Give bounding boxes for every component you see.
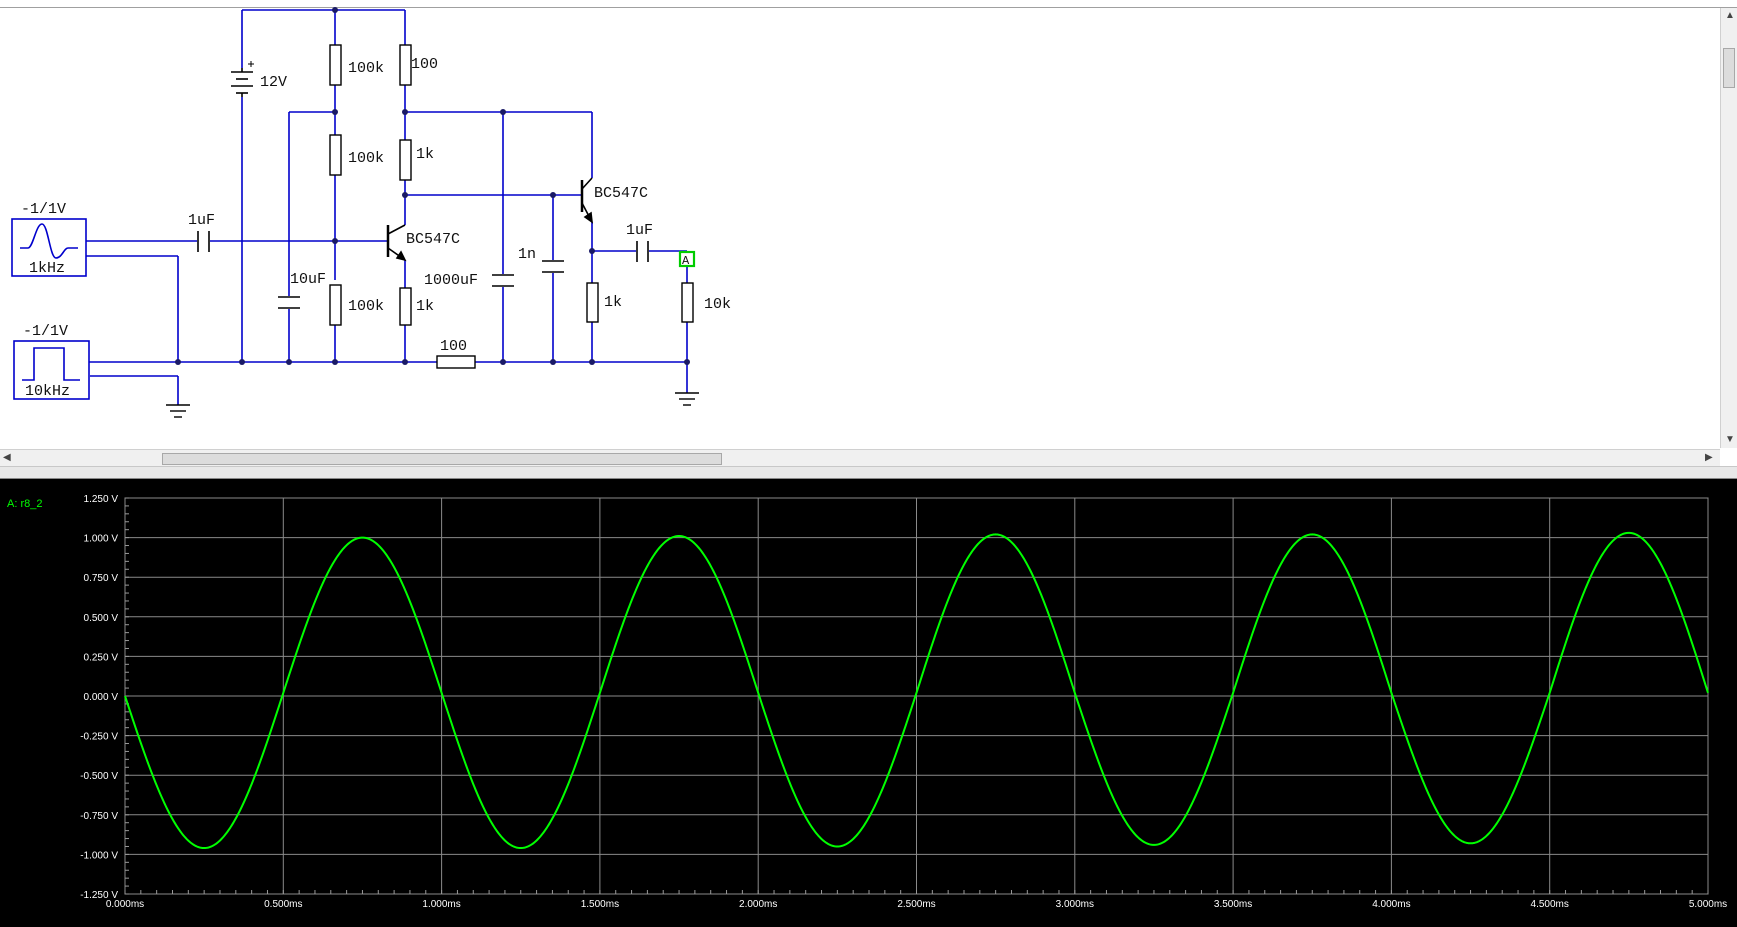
battery-label: 12V xyxy=(260,74,287,91)
x-tick-label: 0.500ms xyxy=(264,899,302,910)
transistor-label: BC547C xyxy=(406,231,460,248)
y-tick-label: 0.750 V xyxy=(84,573,119,584)
x-tick-label: 3.500ms xyxy=(1214,899,1252,910)
vertical-scrollbar[interactable]: ▲ ▼ xyxy=(1720,8,1737,448)
channel-label: A: r8_2 xyxy=(7,498,42,510)
ground-icon xyxy=(675,392,699,406)
transistor-q1[interactable] xyxy=(386,224,407,262)
schematic-pane[interactable]: -1/1V 1kHz -1/1V 10kHz 12V 100k 100 100k… xyxy=(0,0,1737,468)
resistor-r1[interactable] xyxy=(329,44,342,86)
x-tick-label: 5.000ms xyxy=(1689,899,1727,910)
probe-label: A xyxy=(682,254,690,268)
resistor-r3[interactable] xyxy=(329,134,342,176)
resistor-label: 100k xyxy=(348,298,384,315)
capacitor-label: 10uF xyxy=(290,271,326,288)
x-tick-label: 1.000ms xyxy=(422,899,460,910)
scroll-left-icon[interactable]: ◀ xyxy=(3,452,11,463)
resistor-r2[interactable] xyxy=(399,44,412,86)
horizontal-scroll-thumb[interactable] xyxy=(162,453,722,465)
square-frequency-label: 10kHz xyxy=(25,383,70,400)
x-tick-label: 1.500ms xyxy=(581,899,619,910)
resistor-label: 1k xyxy=(416,298,434,315)
battery[interactable] xyxy=(231,61,254,97)
resistor-r4[interactable] xyxy=(399,139,412,181)
resistor-label: 100k xyxy=(348,60,384,77)
square-source[interactable] xyxy=(13,340,90,400)
y-tick-label: -1.250 V xyxy=(80,890,118,901)
resistor-r8[interactable] xyxy=(586,282,599,323)
x-tick-label: 0.000ms xyxy=(106,899,144,910)
y-tick-label: 1.000 V xyxy=(84,534,119,545)
scroll-down-icon[interactable]: ▼ xyxy=(1725,434,1735,445)
vertical-scroll-thumb[interactable] xyxy=(1723,48,1735,88)
y-tick-label: -0.250 V xyxy=(80,732,118,743)
pane-splitter[interactable] xyxy=(0,466,1737,479)
x-tick-label: 2.500ms xyxy=(897,899,935,910)
probe-marker[interactable] xyxy=(678,250,696,268)
capacitor-label: 1uF xyxy=(626,222,653,239)
sine-wave-icon xyxy=(20,223,78,259)
resistor-label: 1k xyxy=(604,294,622,311)
sine-amplitude-label: -1/1V xyxy=(21,201,66,218)
resistor-r5[interactable] xyxy=(329,284,342,326)
resistor-label: 100 xyxy=(440,338,467,355)
square-amplitude-label: -1/1V xyxy=(23,323,68,340)
resistor-r9[interactable] xyxy=(681,282,694,323)
scroll-up-icon[interactable]: ▲ xyxy=(1725,10,1735,21)
horizontal-scrollbar[interactable]: ◀ ▶ xyxy=(0,449,1720,467)
y-tick-label: 0.000 V xyxy=(84,692,119,703)
y-tick-label: 0.500 V xyxy=(84,613,119,624)
resistor-label: 100 xyxy=(411,56,438,73)
oscilloscope-pane: A: r8_2 1.250 V 1.000 V 0.750 V 0.500 V 0.25… xyxy=(0,479,1737,927)
resistor-r7[interactable] xyxy=(436,355,476,369)
capacitor-label: 1n xyxy=(518,246,536,263)
trace-line xyxy=(124,531,1709,850)
x-tick-label: 4.500ms xyxy=(1531,899,1569,910)
capacitor-label: 1uF xyxy=(188,212,215,229)
oscilloscope-plot: A: r8_2 1.250 V 1.000 V 0.750 V 0.500 V 0.25… xyxy=(7,494,1727,910)
pane-border xyxy=(0,7,1737,8)
sine-source[interactable] xyxy=(11,218,87,277)
scroll-right-icon[interactable]: ▶ xyxy=(1705,452,1713,463)
resistor-label: 100k xyxy=(348,150,384,167)
ground-icon xyxy=(166,404,190,418)
y-tick-label: 0.250 V xyxy=(84,652,119,663)
x-tick-label: 3.000ms xyxy=(1056,899,1094,910)
transistor-label: BC547C xyxy=(594,185,648,202)
y-tick-label: -0.500 V xyxy=(80,771,118,782)
square-wave-icon xyxy=(22,347,80,381)
x-tick-label: 4.000ms xyxy=(1372,899,1410,910)
y-tick-label: -0.750 V xyxy=(80,811,118,822)
transistor-q2[interactable] xyxy=(580,177,593,224)
resistor-label: 1k xyxy=(416,146,434,163)
resistor-r6[interactable] xyxy=(399,287,412,326)
capacitor-label: 1000uF xyxy=(424,272,478,289)
y-tick-label: 1.250 V xyxy=(84,494,119,505)
y-tick-label: -1.000 V xyxy=(80,850,118,861)
x-tick-label: 2.000ms xyxy=(739,899,777,910)
sine-frequency-label: 1kHz xyxy=(29,260,65,277)
schematic-canvas[interactable]: -1/1V 1kHz -1/1V 10kHz 12V 100k 100 100k… xyxy=(0,0,1720,448)
resistor-label: 10k xyxy=(704,296,731,313)
